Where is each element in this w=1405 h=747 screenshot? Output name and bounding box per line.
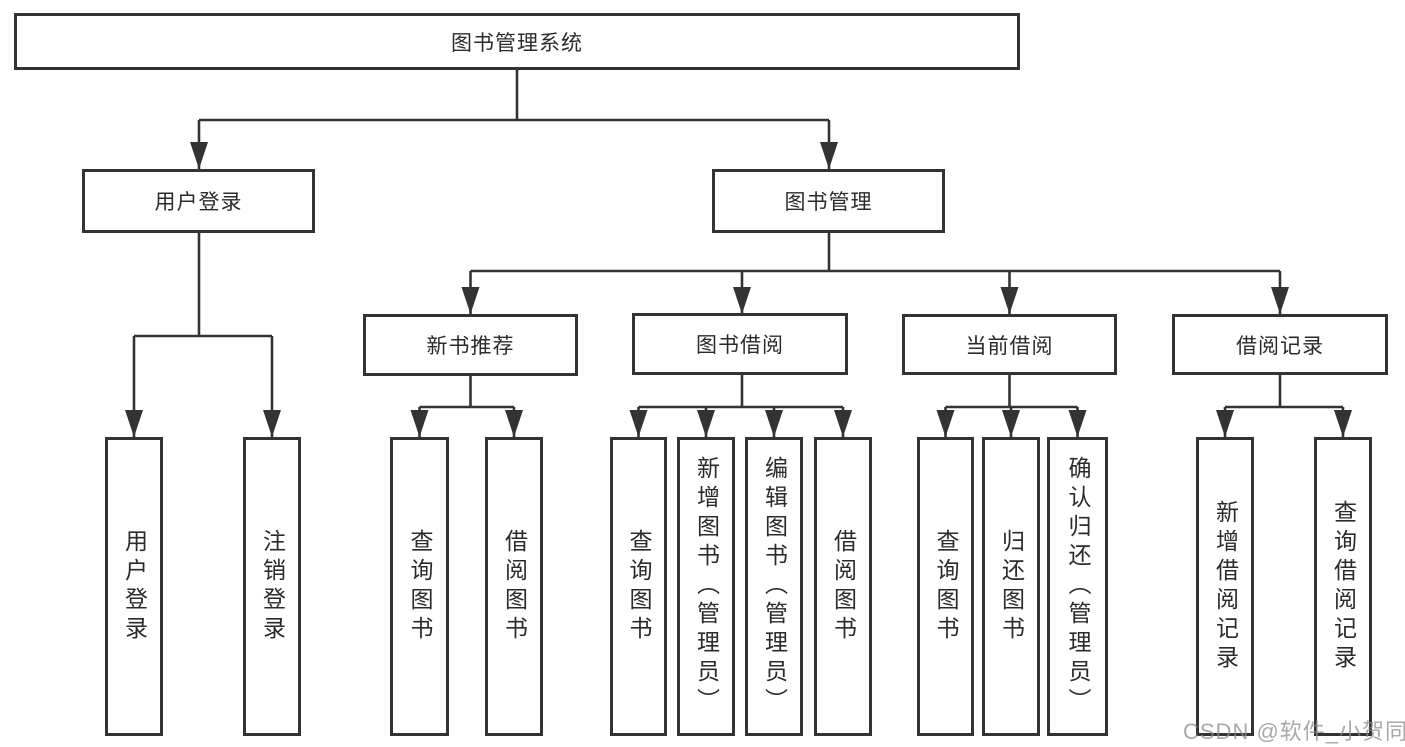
leaf-label: 借阅图书 (830, 528, 857, 645)
node-label: 借阅记录 (1236, 334, 1324, 358)
node-label: 新书推荐 (426, 335, 515, 358)
node-book-management: 图书管理 (712, 169, 945, 233)
leaf-return-books: 归还图书 (982, 437, 1040, 736)
leaf-borrow-books-1: 借阅图书 (485, 437, 543, 736)
watermark-text: CSDN @软件_小贺同学 (1183, 719, 1405, 744)
leaf-user-login: 用户登录 (105, 437, 163, 736)
leaf-edit-books-admin: 编辑图书（管理员） (745, 437, 803, 736)
node-borrowing-records: 借阅记录 (1172, 314, 1388, 375)
leaf-query-books-3: 查询图书 (917, 437, 974, 736)
leaf-query-books-1: 查询图书 (390, 437, 449, 736)
leaf-label: 用户登录 (121, 528, 148, 645)
leaf-label: 编辑图书（管理员） (761, 456, 788, 717)
arrowheads (125, 142, 1352, 437)
node-label: 图书管理系统 (451, 31, 583, 55)
node-user-login: 用户登录 (82, 169, 315, 233)
node-label: 图书管理 (784, 191, 873, 214)
leaf-label: 借阅图书 (501, 528, 528, 645)
leaf-label: 查询图书 (933, 528, 959, 645)
node-current-borrowing: 当前借阅 (902, 314, 1117, 375)
leaf-label: 新增图书（管理员） (693, 456, 720, 717)
leaf-label: 查询图书 (407, 528, 433, 645)
leaf-label: 归还图书 (998, 528, 1025, 645)
leaf-query-books-2: 查询图书 (610, 437, 667, 736)
leaf-confirm-return-admin: 确认归还（管理员） (1047, 437, 1108, 736)
leaf-query-borrow-record: 查询借阅记录 (1314, 437, 1372, 736)
node-label: 图书借阅 (696, 334, 784, 357)
node-library-management-system: 图书管理系统 (14, 13, 1020, 70)
node-book-borrowing: 图书借阅 (632, 313, 848, 375)
leaf-label: 注销登录 (259, 528, 286, 645)
leaf-label: 查询借阅记录 (1330, 499, 1357, 674)
leaf-borrow-books-2: 借阅图书 (814, 437, 872, 736)
leaf-add-books-admin: 新增图书（管理员） (677, 437, 735, 736)
leaf-label: 查询图书 (626, 528, 652, 645)
leaf-add-borrow-record: 新增借阅记录 (1196, 437, 1254, 736)
node-label: 当前借阅 (965, 334, 1054, 358)
leaf-label: 确认归还（管理员） (1065, 456, 1091, 717)
connector-stems (132, 70, 1345, 437)
leaf-logout-login: 注销登录 (243, 437, 301, 736)
node-label: 用户登录 (154, 191, 243, 214)
leaf-label: 新增借阅记录 (1212, 499, 1239, 674)
node-new-book-recommend: 新书推荐 (363, 314, 578, 376)
